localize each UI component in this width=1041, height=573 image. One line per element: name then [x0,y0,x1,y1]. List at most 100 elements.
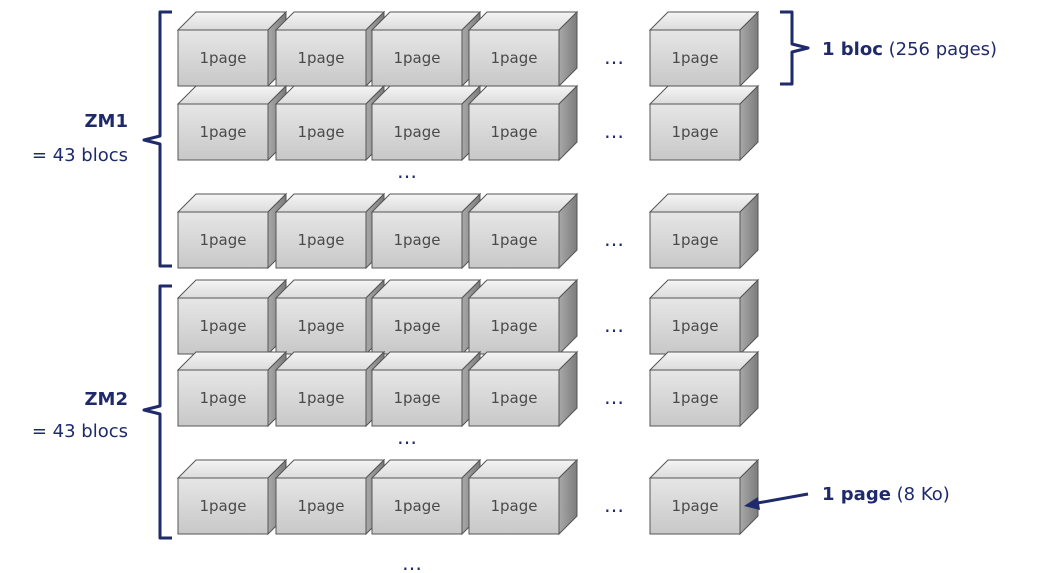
cube-front-face [468,369,560,427]
page-annotation: 1 page (8 Ko) [822,484,950,505]
page-cube-r6-c2: 1page [274,458,386,536]
cube-top-face [274,279,386,299]
page-cube-r5-last: 1page [648,350,760,428]
cube-top-face [370,351,482,371]
cube-label: 1page [671,389,718,407]
page-cubes: 1page 1page 1page 1page 1page 1page 1page 1page… [176,10,760,536]
zm2-brace [142,284,172,540]
page-cube-r4-c4: 1page [467,278,579,356]
row-ellipsis-r5: … [604,385,624,409]
cube-top-face [648,279,760,299]
cube-label: 1page [393,317,440,335]
cube-top-face [467,279,579,299]
page-cube-r2-last: 1page [648,84,760,162]
cube-top-face [648,351,760,371]
page-arrow-line [751,492,809,506]
zm1-brace [142,10,172,268]
row-ellipsis-r3: … [604,227,624,251]
cube-top-face [370,85,482,105]
page-cube-r4-c3: 1page [370,278,482,356]
cube-top-face [648,459,760,479]
page-cube-r5-c1: 1page [176,350,288,428]
row-ellipsis-r1: … [604,45,624,69]
cube-label: 1page [297,123,344,141]
page-cube-r4-c2: 1page [274,278,386,356]
cube-label: 1page [671,317,718,335]
cube-top-face [648,11,760,31]
zm2-name: ZM2 [85,389,129,410]
cube-front-face [275,477,367,535]
page-cube-r2-c2: 1page [274,84,386,162]
cube-front-face [371,369,463,427]
cube-front-face [177,29,269,87]
cube-front-face [177,211,269,269]
cube-label: 1page [490,317,537,335]
cube-top-face [467,85,579,105]
zm2-rows-ellipsis: … [397,425,417,449]
cube-label: 1page [393,49,440,67]
page-cube-r1-c1: 1page [176,10,288,88]
cube-top-face [370,11,482,31]
cube-label: 1page [490,231,537,249]
page-cube-r3-c1: 1page [176,192,288,270]
cube-top-face [176,193,288,213]
cube-label: 1page [671,497,718,515]
cube-label: 1page [490,123,537,141]
cube-front-face [177,477,269,535]
cube-front-face [275,103,367,161]
cube-label: 1page [671,123,718,141]
zm1-name: ZM1 [85,111,129,132]
cube-label: 1page [490,389,537,407]
bloc-annotation-detail: (256 pages) [883,39,997,60]
bloc-annotation: 1 bloc (256 pages) [822,39,997,60]
cube-front-face [649,477,741,535]
page-cube-r1-c4: 1page [467,10,579,88]
bloc-annotation-bold: 1 bloc [822,39,883,60]
cube-front-face [649,29,741,87]
cube-top-face [648,85,760,105]
cube-label: 1page [199,49,246,67]
cube-top-face [467,351,579,371]
cube-top-face [176,351,288,371]
cube-label: 1page [671,231,718,249]
cube-top-face [648,193,760,213]
page-cube-r5-c4: 1page [467,350,579,428]
cube-top-face [176,459,288,479]
cube-front-face [468,297,560,355]
cube-label: 1page [297,317,344,335]
cube-label: 1page [297,497,344,515]
page-cube-r6-c1: 1page [176,458,288,536]
page-cube-r3-c4: 1page [467,192,579,270]
cube-front-face [371,477,463,535]
ellipsis-marks: ……………………… [397,45,624,573]
row-ellipsis-r2: … [604,119,624,143]
cube-front-face [371,103,463,161]
cube-label: 1page [199,389,246,407]
page-cube-r2-c3: 1page [370,84,482,162]
page-cube-r4-last: 1page [648,278,760,356]
cube-top-face [467,459,579,479]
page-cube-r1-last: 1page [648,10,760,88]
cube-front-face [649,211,741,269]
cube-front-face [275,369,367,427]
cube-label: 1page [490,497,537,515]
cube-top-face [274,11,386,31]
page-annotation-bold: 1 page [822,484,891,505]
row-ellipsis-r4: … [604,313,624,337]
cube-front-face [468,477,560,535]
cube-front-face [468,211,560,269]
page-cube-r1-c3: 1page [370,10,482,88]
page-cube-r6-last: 1page [648,458,760,536]
cube-label: 1page [199,497,246,515]
cube-top-face [176,279,288,299]
page-arrow-head [744,497,760,510]
cube-label: 1page [297,389,344,407]
cube-label: 1page [393,231,440,249]
cube-label: 1page [297,49,344,67]
cube-label: 1page [393,123,440,141]
cube-top-face [176,85,288,105]
page-cube-r3-c3: 1page [370,192,482,270]
cube-top-face [370,279,482,299]
cube-label: 1page [671,49,718,67]
cube-label: 1page [199,231,246,249]
